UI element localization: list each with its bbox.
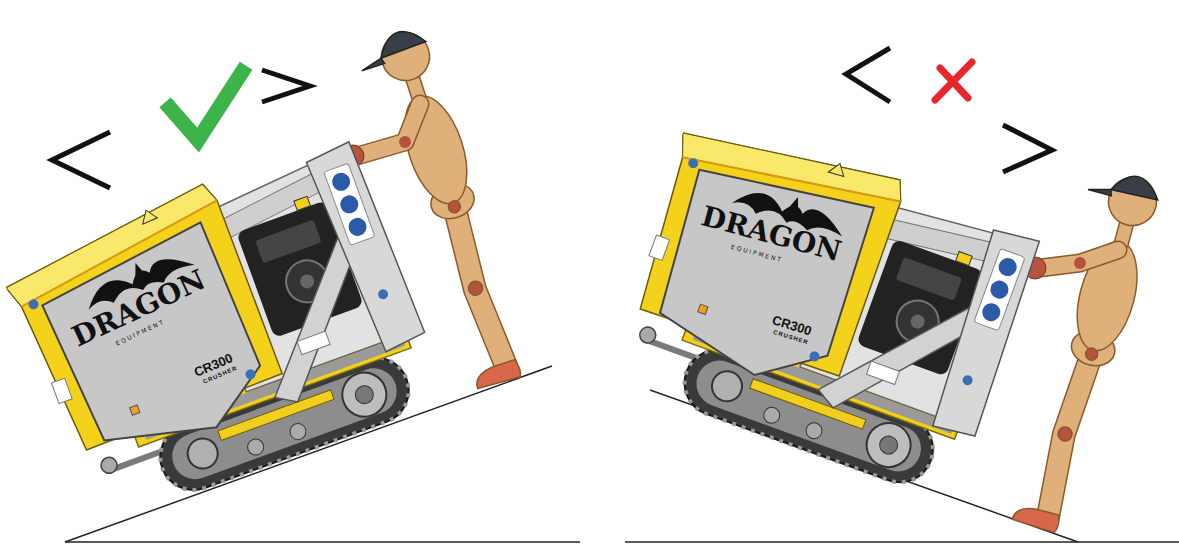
crusher-drawing	[0, 99, 473, 537]
check-mark	[170, 72, 242, 140]
crusher-machine: DRAGONEQUIPMENTCR300CRUSHER	[0, 99, 473, 537]
direction-arrow	[52, 132, 110, 188]
cross-mark	[935, 62, 972, 100]
direction-arrow	[1003, 125, 1052, 172]
direction-arrow	[846, 48, 890, 102]
crusher-machine: DRAGONEQUIPMENTCR300CRUSHER	[592, 81, 1077, 519]
direction-arrow	[262, 70, 310, 102]
crusher-drawing	[592, 81, 1077, 519]
mannequin-right	[1000, 165, 1165, 537]
